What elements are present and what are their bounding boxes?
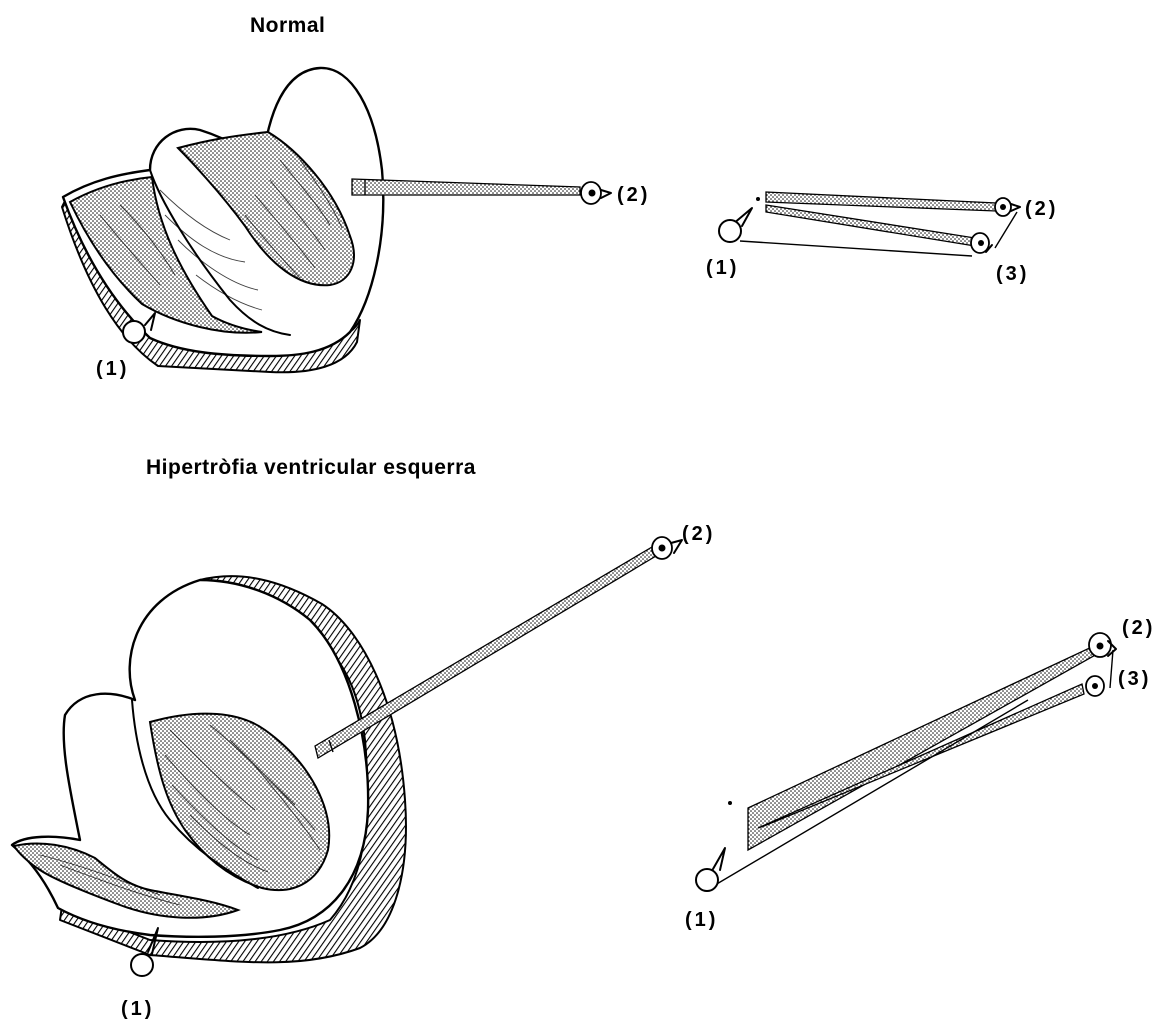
normal-title: Normal — [250, 14, 325, 37]
lvh-vector-beam-3 — [758, 684, 1084, 828]
normal-vector-diagram — [719, 192, 1020, 256]
normal-vector-label-1: (1) — [706, 257, 739, 279]
normal-vector-label-2: (2) — [1025, 198, 1058, 220]
lvh-vector-diagram — [696, 633, 1116, 891]
lvh-title: Hipertròfia ventricular esquerra — [146, 456, 476, 479]
lvh-heart-label-2: (2) — [682, 523, 715, 545]
normal-heart-label-1: (1) — [96, 358, 129, 380]
normal-vector-beam-2 — [766, 192, 996, 211]
lvh-vector-label-2: (2) — [1122, 617, 1155, 639]
lvh-vector-electrode-2 — [1089, 633, 1116, 657]
normal-heart-electrode-2 — [581, 182, 611, 204]
lvh-vector-beam-2 — [748, 645, 1099, 850]
normal-heart-label-2: (2) — [617, 184, 650, 206]
normal-vector-label-3: (3) — [996, 263, 1029, 285]
lvh-heart-vector-beam — [315, 547, 656, 758]
lvh-vector-electrode-1 — [696, 848, 725, 891]
lvh-heart-electrode-2 — [652, 537, 682, 559]
lvh-vector-label-1: (1) — [685, 909, 718, 931]
normal-vector-electrode-1 — [719, 208, 752, 242]
lvh-vector-electrode-3 — [1086, 676, 1104, 696]
normal-vector-beam-3 — [766, 205, 975, 246]
normal-vector-electrode-3 — [971, 233, 992, 253]
lvh-vector-label-3: (3) — [1118, 668, 1151, 690]
lvh-heart — [12, 537, 682, 976]
lvh-heart-label-1: (1) — [121, 998, 154, 1020]
normal-heart-vector-beam — [352, 179, 580, 195]
normal-heart — [62, 68, 611, 372]
